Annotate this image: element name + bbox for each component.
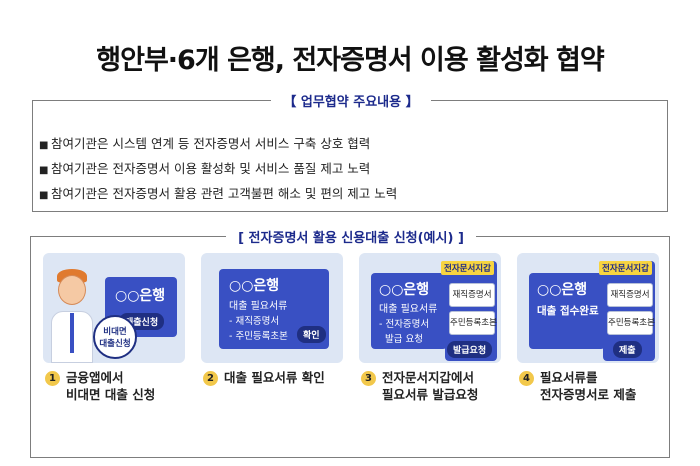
step-label: 전자문서지갑에서 필요서류 발급요청	[382, 370, 479, 402]
doc-item: - 주민등록초본	[229, 331, 288, 342]
step-3: 3 전자문서지갑에서 필요서류 발급요청	[361, 369, 511, 403]
doc-item: - 전자증명서	[379, 319, 430, 330]
bullet-icon: ■	[39, 140, 49, 151]
step-1: 1 금융앱에서 비대면 대출 신청	[45, 369, 195, 403]
page-title: 행안부·6개 은행, 전자증명서 이용 활성화 협약	[96, 45, 604, 76]
phone-screen: ○○은행 대출 필요서류 - 재직증명서 - 주민등록초본 확인	[219, 269, 329, 349]
agreement-list: ■참여기관은 시스템 연계 등 전자증명서 서비스 구축 상호 협력 ■참여기관…	[39, 131, 397, 206]
bank-screen: ○○은행 대출 필요서류 - 전자증명서 발급 요청	[371, 273, 447, 349]
loan-received-label: 대출 접수완료	[537, 305, 599, 317]
agreement-heading: 【 업무협약 주요내용 】	[33, 91, 669, 110]
wallet-tag: 전자문서지갑	[441, 261, 494, 275]
required-docs-label: 대출 필요서류	[229, 301, 288, 312]
person-icon	[58, 275, 86, 305]
agreement-box: 【 업무협약 주요내용 】 ■참여기관은 시스템 연계 등 전자증명서 서비스 …	[32, 95, 668, 212]
step-label: 필요서류를 전자증명서로 제출	[540, 370, 637, 402]
list-item: ■참여기관은 전자증명서 활용 관련 고객불편 해소 및 편의 제고 노력	[39, 181, 397, 206]
required-docs-label: 대출 필요서류	[379, 304, 438, 315]
bank-name: ○○은행	[379, 282, 430, 298]
wallet-screen: 전자문서지갑 재직증명서 주민등록초본 제출	[599, 261, 655, 361]
bank-name: ○○은행	[229, 278, 280, 294]
step-2: 2 대출 필요서류 확인	[203, 369, 353, 386]
list-item: ■참여기관은 시스템 연계 등 전자증명서 서비스 구축 상호 협력	[39, 131, 397, 156]
example-box: [ 전자증명서 활용 신용대출 신청(예시) ] ○○은행 대출신청 비대면 대…	[30, 231, 670, 458]
step-4: 4 필요서류를 전자증명서로 제출	[519, 369, 669, 403]
example-heading: [ 전자증명서 활용 신용대출 신청(예시) ]	[31, 227, 671, 246]
step-label: 대출 필요서류 확인	[224, 370, 325, 385]
step-label: 금융앱에서 비대면 대출 신청	[66, 370, 156, 402]
step-number: 4	[519, 371, 534, 386]
doc-card: 재직증명서	[449, 283, 495, 307]
bullet-icon: ■	[39, 190, 49, 201]
bank-name: ○○은행	[115, 288, 166, 304]
confirm-button: 확인	[297, 326, 326, 343]
step-number: 1	[45, 371, 60, 386]
step1-illustration: ○○은행 대출신청 비대면 대출신청	[43, 253, 185, 363]
bank-screen: ○○은행 대출 접수완료	[529, 273, 605, 349]
bullet-icon: ■	[39, 165, 49, 176]
tie	[70, 313, 74, 353]
wallet-tag: 전자문서지갑	[599, 261, 652, 275]
doc-card: 재직증명서	[607, 283, 653, 307]
submit-button: 제출	[613, 341, 642, 358]
doc-card: 주민등록초본	[449, 311, 497, 335]
step2-illustration: ○○은행 대출 필요서류 - 재직증명서 - 주민등록초본 확인	[201, 253, 343, 363]
bank-name: ○○은행	[537, 282, 588, 298]
doc-item: 발급 요청	[385, 334, 423, 345]
step3-illustration: ○○은행 대출 필요서류 - 전자증명서 발급 요청 전자문서지갑 재직증명서 …	[359, 253, 501, 363]
issue-request-button: 발급요청	[447, 341, 493, 358]
list-item: ■참여기관은 전자증명서 이용 활성화 및 서비스 품질 제고 노력	[39, 156, 397, 181]
step-number: 2	[203, 371, 218, 386]
step-number: 3	[361, 371, 376, 386]
wallet-screen: 전자문서지갑 재직증명서 주민등록초본 발급요청	[441, 261, 497, 361]
doc-item: - 재직증명서	[229, 316, 280, 327]
speech-bubble: 비대면 대출신청	[93, 315, 137, 359]
doc-card: 주민등록초본	[607, 311, 655, 335]
step4-illustration: ○○은행 대출 접수완료 전자문서지갑 재직증명서 주민등록초본 제출	[517, 253, 659, 363]
